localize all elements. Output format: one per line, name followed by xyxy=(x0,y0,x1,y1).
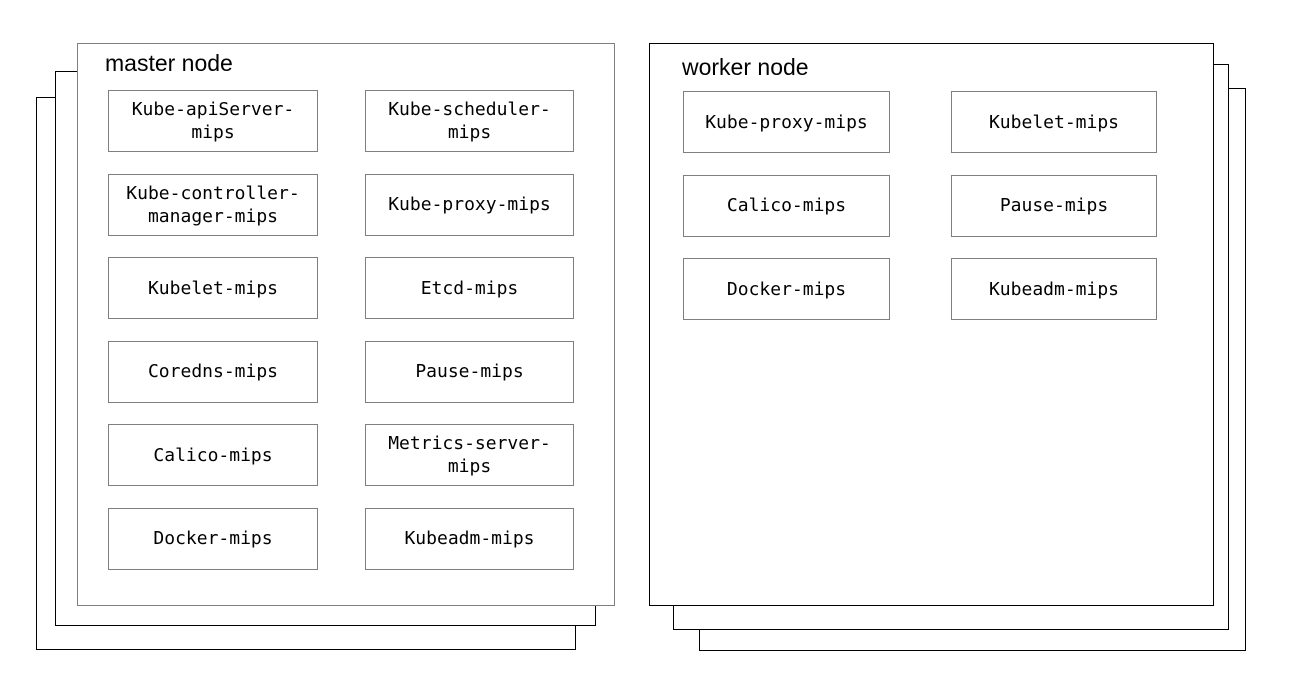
worker-node-title: worker node xyxy=(682,54,809,80)
master-box-docker-mips: Docker-mips xyxy=(108,507,318,570)
worker-box-pause-mips: Pause-mips xyxy=(951,174,1157,237)
master-box-metrics-server-mips: Metrics-server- mips xyxy=(365,424,574,486)
master-node-panel: master node Kube-apiServer- mips Kube-sc… xyxy=(77,43,615,606)
worker-box-kubeadm-mips: Kubeadm-mips xyxy=(951,258,1157,320)
master-box-coredns-mips: Coredns-mips xyxy=(108,340,318,403)
worker-box-docker-mips: Docker-mips xyxy=(683,258,890,320)
master-box-etcd-mips: Etcd-mips xyxy=(365,257,574,319)
worker-node-panel: worker node Kube-proxy-mips Kubelet-mips… xyxy=(649,43,1214,606)
master-box-kube-scheduler-mips: Kube-scheduler- mips xyxy=(365,90,574,152)
master-box-kubeadm-mips: Kubeadm-mips xyxy=(365,507,574,570)
worker-node-box-grid: Kube-proxy-mips Kubelet-mips Calico-mips… xyxy=(683,91,1157,320)
master-box-kubelet-mips: Kubelet-mips xyxy=(108,257,318,319)
master-box-calico-mips: Calico-mips xyxy=(108,424,318,486)
master-node-title: master node xyxy=(105,50,233,76)
master-box-kube-apiserver-mips: Kube-apiServer- mips xyxy=(108,90,318,152)
worker-box-calico-mips: Calico-mips xyxy=(683,174,890,237)
worker-box-kube-proxy-mips: Kube-proxy-mips xyxy=(683,91,890,153)
worker-box-kubelet-mips: Kubelet-mips xyxy=(951,91,1157,153)
master-box-pause-mips: Pause-mips xyxy=(365,340,574,403)
master-node-box-grid: Kube-apiServer- mips Kube-scheduler- mip… xyxy=(108,90,574,570)
master-box-kube-controller-manager-mips: Kube-controller- manager-mips xyxy=(108,173,318,236)
master-box-kube-proxy-mips: Kube-proxy-mips xyxy=(365,173,574,236)
